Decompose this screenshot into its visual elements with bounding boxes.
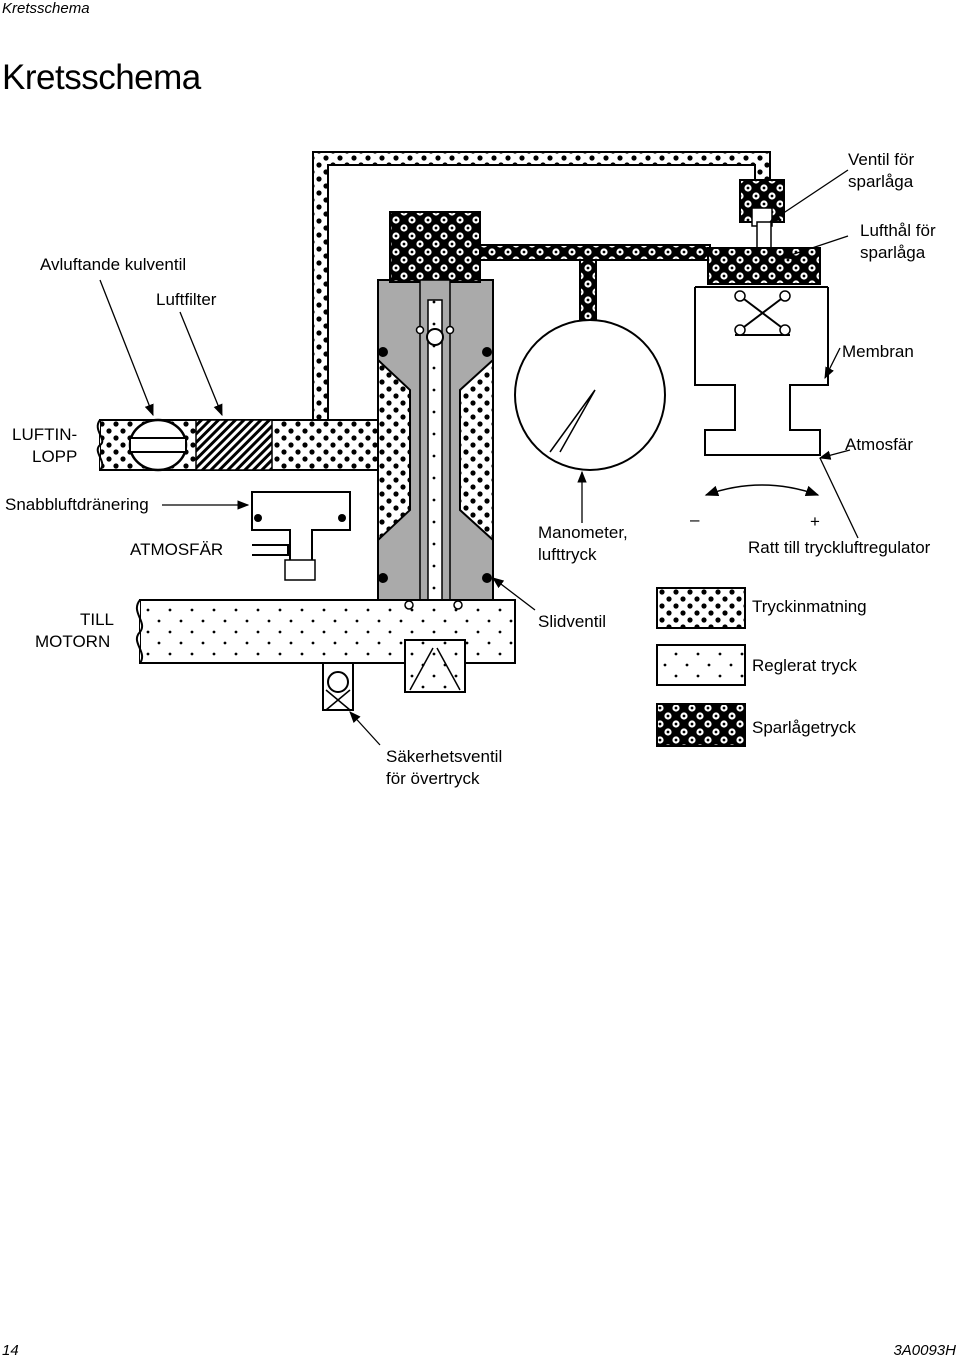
label-sakerhetsventil-1: Säkerhetsventil [386,747,502,766]
label-atmosfar-right: Atmosfär [845,435,913,454]
label-luftinlopp-2: LOPP [32,447,77,466]
outlet-pipe [135,599,516,693]
legend-label-supply: Tryckinmatning [752,597,867,616]
label-ventil-sparlada-1: Ventil för [848,150,914,169]
label-atmosfar-upper: ATMOSFÄR [130,540,223,559]
page-title: Kretsschema [2,58,201,97]
pilot-valve [707,179,821,285]
label-lufthal-2: sparlåga [860,243,926,262]
ball-valve [128,418,188,472]
quick-drain [251,491,351,581]
document-id: 3A0093H [893,1342,956,1359]
running-header: Kretsschema [2,0,90,17]
label-plus: + [810,512,820,531]
legend-label-pilot: Sparlågetryck [752,718,856,737]
label-luftfilter: Luftfilter [156,290,217,309]
label-minus: – [690,510,700,529]
air-filter [195,419,273,471]
label-lufthal-1: Lufthål för [860,221,936,240]
page-number: 14 [2,1342,19,1359]
label-till-motorn-2: MOTORN [35,632,110,651]
membrane-housing [694,286,829,456]
label-luftinlopp-1: LUFTIN- [12,425,77,444]
relief-valve [322,662,354,711]
legend-swatch-regulated [656,644,746,686]
regulator-body [377,211,494,651]
label-ratt: Ratt till tryckluftregulator [748,538,931,557]
label-membran: Membran [842,342,914,361]
label-slidventil: Slidventil [538,612,606,631]
label-till-motorn-1: TILL [80,610,114,629]
label-manometer-1: Manometer, [538,523,628,542]
pilot-line [479,244,711,323]
manometer-gauge [514,319,666,471]
label-manometer-2: lufttryck [538,545,597,564]
label-sakerhetsventil-2: för övertryck [386,769,480,788]
label-snabbluftdranering: Snabbluftdränering [5,495,149,514]
knob-arc [704,484,820,497]
legend-swatch-pilot [656,703,746,747]
legend-label-regulated: Reglerat tryck [752,656,857,675]
label-ventil-sparlada-2: sparlåga [848,172,914,191]
leader-lines [99,169,859,746]
label-avluftande-kulventil: Avluftande kulventil [40,255,186,274]
legend-swatch-supply [656,587,746,629]
